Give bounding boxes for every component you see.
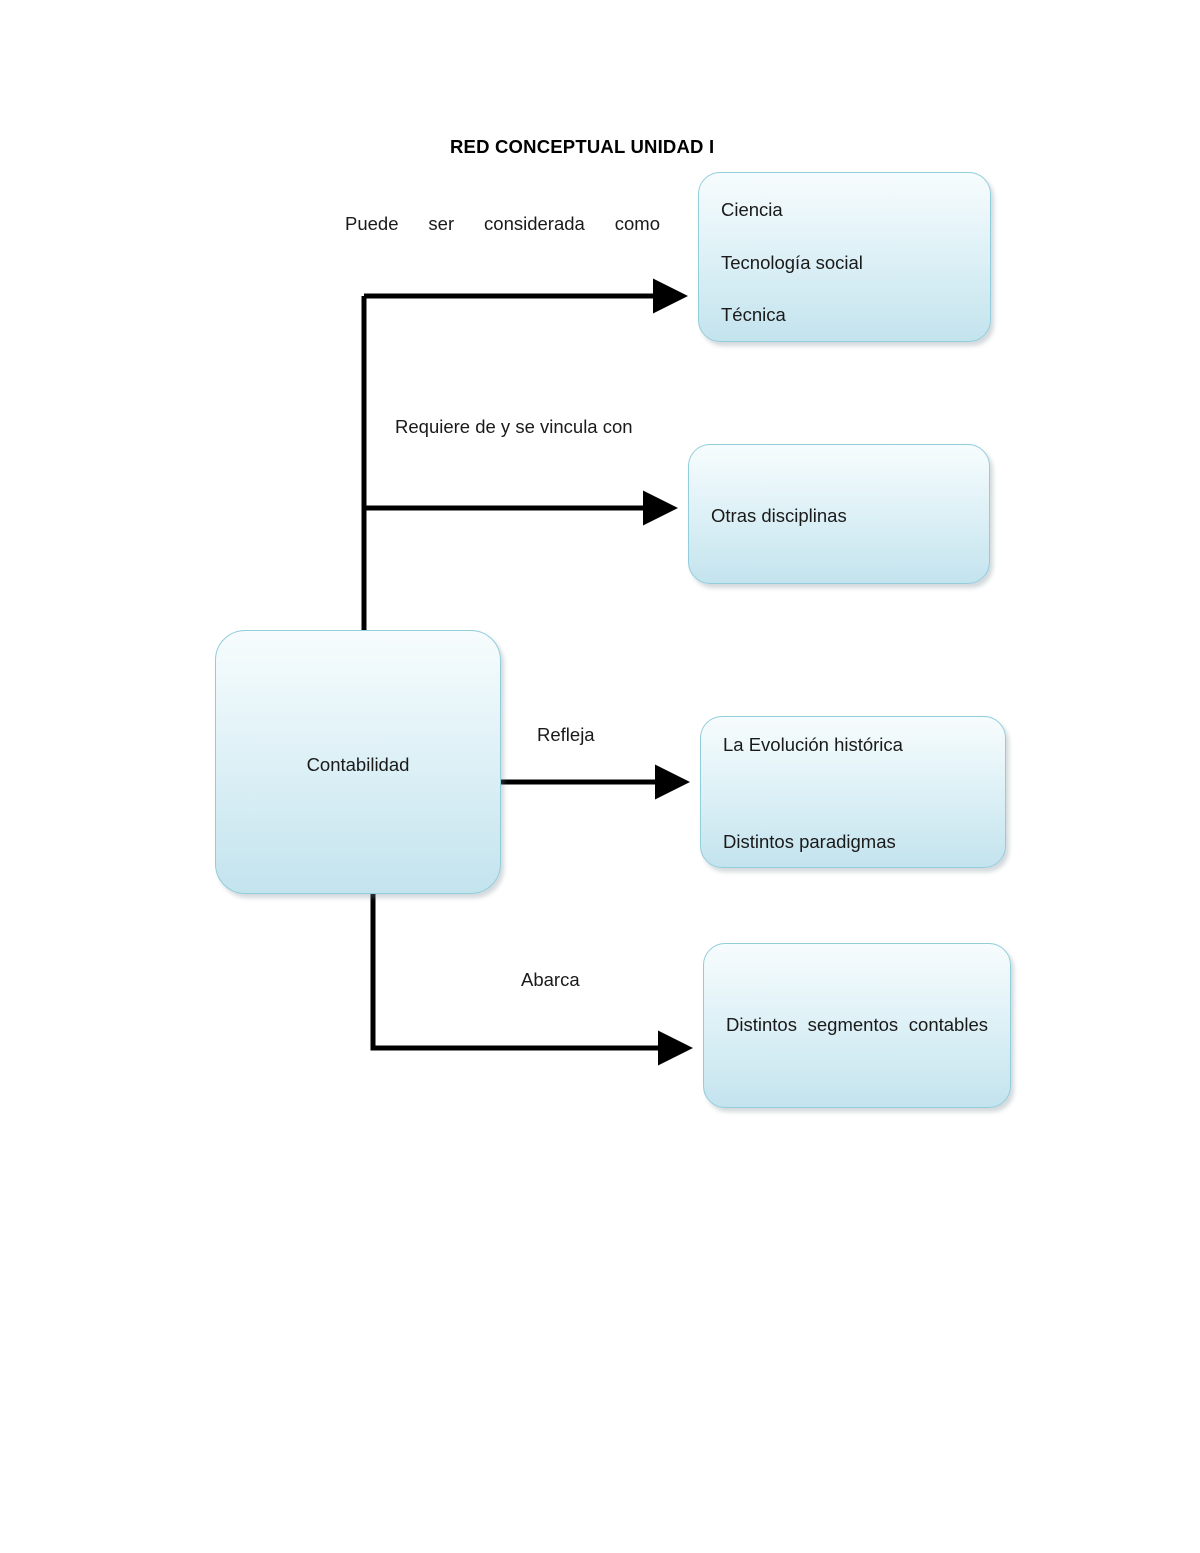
node-line-contabilidad: Contabilidad: [306, 754, 410, 775]
node-contabilidad[interactable]: Contabilidad: [215, 630, 501, 894]
node-text-group: Ciencia Tecnología social Técnica: [699, 173, 990, 341]
node-text-group: Contabilidad: [216, 631, 500, 893]
node-text-group: Otras disciplinas: [689, 445, 989, 583]
node-line-tecnica: Técnica: [721, 304, 786, 325]
node-line-la-evolucion-historica: La Evolución histórica: [723, 734, 903, 755]
node-line-tecnologia-social: Tecnología social: [721, 252, 863, 273]
edge-label-abarca: Abarca: [521, 969, 580, 990]
node-distintos-segmentos-contables[interactable]: Distintos segmentos contables: [703, 943, 1011, 1108]
node-line-distintos-segmentos-contables: Distintos segmentos contables: [726, 1014, 988, 1035]
node-text-group: Distintos segmentos contables: [704, 944, 1010, 1107]
node-text-group: La Evolución histórica Distintos paradig…: [701, 717, 1005, 867]
edge-label-requiere-de-y-se-vincula-con: Requiere de y se vincula con: [395, 416, 633, 437]
node-line-ciencia: Ciencia: [721, 199, 783, 220]
node-ciencia-tecnologia-tecnica[interactable]: Ciencia Tecnología social Técnica: [698, 172, 991, 342]
node-line-distintos-paradigmas: Distintos paradigmas: [723, 831, 896, 852]
page-title: RED CONCEPTUAL UNIDAD I: [450, 136, 715, 157]
node-otras-disciplinas[interactable]: Otras disciplinas: [688, 444, 990, 584]
node-evolucion-historica-paradigmas[interactable]: La Evolución histórica Distintos paradig…: [700, 716, 1006, 868]
node-line-otras-disciplinas: Otras disciplinas: [711, 505, 847, 526]
edge-label-puede-ser-considerada-como: Puede ser considerada como: [345, 213, 660, 234]
edge-label-refleja: Refleja: [537, 724, 595, 745]
